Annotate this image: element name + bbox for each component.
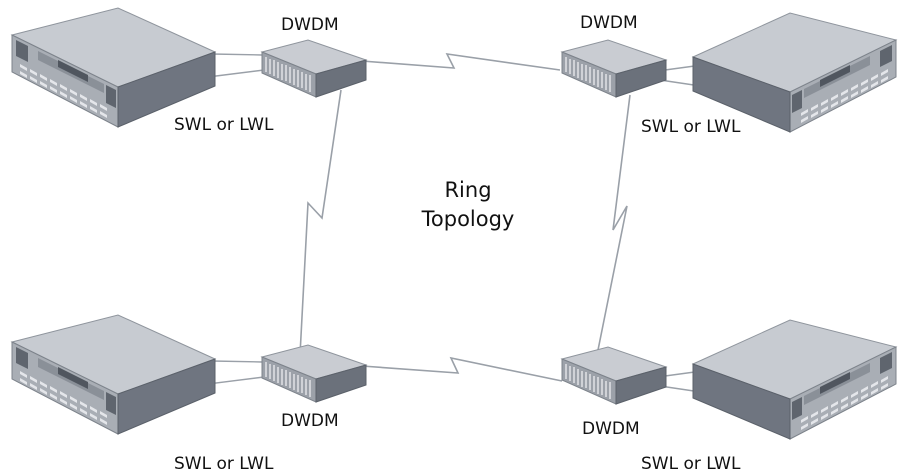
dwdm-label-bottom-left: DWDM bbox=[281, 411, 339, 431]
ring-label-line1: Ring bbox=[444, 178, 491, 202]
dwdm-box-bottom-left bbox=[261, 344, 367, 403]
ring-label-line2: Topology bbox=[421, 207, 515, 231]
dwdm-label-top-left: DWDM bbox=[281, 15, 339, 35]
dwdm-box-top-left bbox=[261, 39, 367, 98]
link-top bbox=[361, 52, 561, 71]
dwdm-box-top-right bbox=[561, 39, 667, 98]
fiber-label-bottom-right: SWL or LWL bbox=[641, 454, 741, 474]
storage-server-top-left bbox=[11, 7, 216, 128]
fiber-label-top-left: SWL or LWL bbox=[174, 115, 274, 135]
link-right bbox=[596, 94, 631, 356]
link-bottom bbox=[361, 356, 563, 382]
link-left bbox=[299, 89, 342, 356]
dwdm-label-bottom-right: DWDM bbox=[582, 419, 640, 439]
fiber-label-bottom-left: SWL or LWL bbox=[174, 454, 274, 474]
dwdm-label-top-right: DWDM bbox=[580, 13, 638, 33]
dwdm-box-bottom-right bbox=[561, 346, 667, 405]
storage-server-bottom-right bbox=[692, 319, 897, 440]
fiber-label-top-right: SWL or LWL bbox=[641, 117, 741, 137]
storage-server-top-right bbox=[692, 12, 897, 133]
storage-server-bottom-left bbox=[11, 314, 216, 435]
fiber-link bbox=[211, 53, 263, 56]
fiber-link bbox=[211, 360, 263, 363]
